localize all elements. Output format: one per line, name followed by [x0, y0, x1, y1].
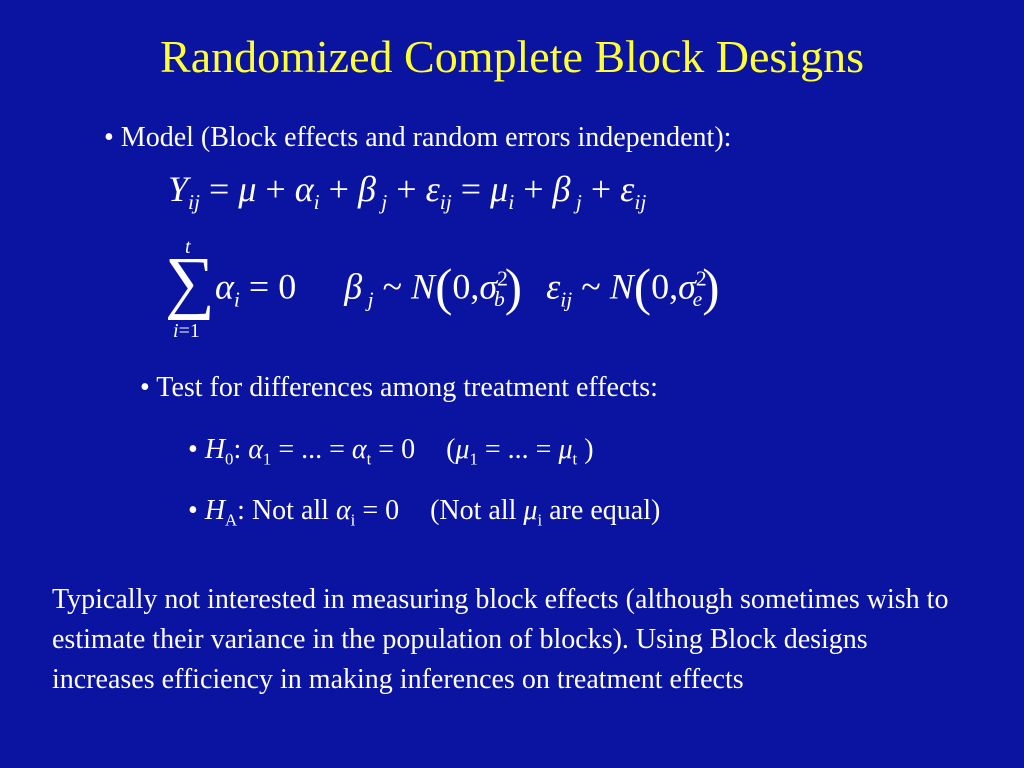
slide-title: Randomized Complete Block Designs: [160, 31, 864, 82]
model-bullet: • Model (Block effects and random errors…: [104, 122, 732, 153]
model-equation: Yij = μ + αi + β j + εij = μi + β j + εi…: [168, 169, 647, 215]
test-bullet: • Test for differences among treatment e…: [140, 372, 658, 403]
null-hypothesis: • H0: α1 = ... = αt = 0 (μ1 = ... = μt ): [188, 434, 594, 469]
summary-paragraph: Typically not interested in measuring bl…: [52, 584, 949, 695]
summation-symbol: t ∑ i=1: [165, 236, 215, 342]
alternative-hypothesis: • HA: Not all αi = 0 (Not all μi are equ…: [188, 495, 661, 530]
